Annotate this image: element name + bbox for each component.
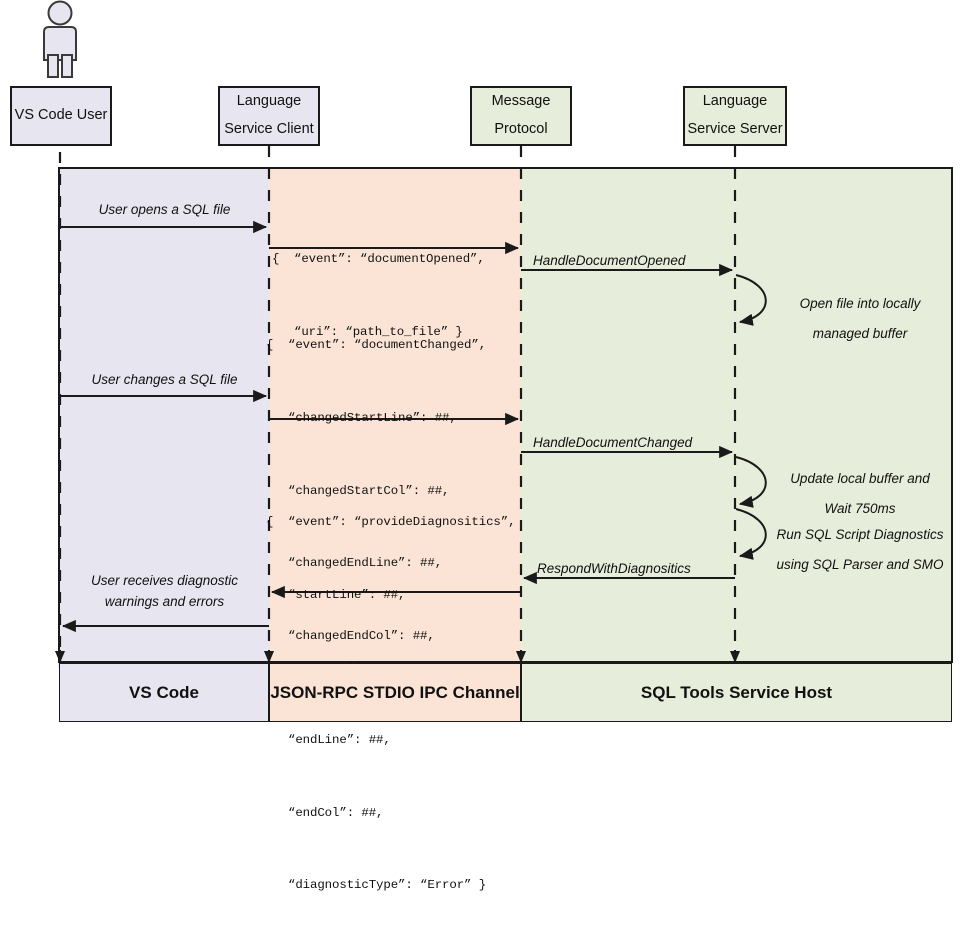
sequence-diagram: VS Code User Language Service Client Mes… bbox=[10, 0, 956, 892]
note-update-buffer-wait: Update local buffer and Wait 750ms bbox=[770, 464, 950, 524]
message-text-line1: User receives diagnostic bbox=[90, 573, 239, 588]
band-vs-code bbox=[59, 168, 269, 662]
message-text-line2: warnings and errors bbox=[104, 593, 225, 609]
message-label-handle-document-opened: HandleDocumentOpened bbox=[533, 251, 733, 272]
self-loop-open-buffer bbox=[735, 274, 767, 326]
footer-vs-code[interactable]: VS Code bbox=[59, 663, 269, 722]
note-run-sql-script-diagnostics: Run SQL Script Diagnostics using SQL Par… bbox=[764, 520, 956, 580]
footer-json-rpc-stdio-ipc-channel[interactable]: JSON-RPC STDIO IPC Channel bbox=[269, 663, 521, 722]
payload-line: “uri”: “path_to_file” } bbox=[272, 325, 463, 340]
payload-line: “diagnosticType”: “Error” } bbox=[266, 878, 487, 893]
self-loop-update-buffer-wait bbox=[735, 456, 767, 508]
note-text-line1: Update local buffer and bbox=[790, 471, 930, 486]
message-label-user-opens-sql-file: User opens a SQL file bbox=[60, 200, 269, 221]
payload-line: “changedStartLine”: ##, bbox=[266, 411, 457, 426]
message-text: RespondWithDiagnositics bbox=[537, 561, 691, 576]
note-text-line2: Wait 750ms bbox=[824, 501, 896, 516]
payload-line: { “event”: “documentOpened”, bbox=[272, 252, 485, 267]
diagram-canvas bbox=[43, 0, 953, 668]
self-loop-run-diagnostics bbox=[735, 508, 767, 560]
payload-document-opened: { “event”: “documentOpened”, “uri”: “pat… bbox=[272, 199, 485, 393]
participant-label-line1: Language bbox=[236, 93, 302, 110]
message-text: HandleDocumentOpened bbox=[533, 253, 686, 268]
message-label-user-changes-sql-file: User changes a SQL file bbox=[60, 370, 269, 391]
participant-label: VS Code User bbox=[14, 107, 108, 124]
note-text-line2: managed buffer bbox=[812, 326, 908, 341]
message-label-handle-document-changed: HandleDocumentChanged bbox=[533, 433, 739, 454]
participant-message-protocol[interactable]: Message Protocol bbox=[470, 86, 572, 146]
payload-line: “changedEndLine”: ##, bbox=[266, 556, 443, 571]
note-open-file-into-buffer: Open file into locally managed buffer bbox=[770, 289, 950, 349]
participant-label-line1: Message bbox=[491, 93, 551, 110]
payload-line: { “event”: “provideDiagnositics”, bbox=[266, 515, 516, 530]
message-label-respond-with-diagnostics: RespondWithDiagnositics bbox=[537, 559, 743, 580]
footer-label: VS Code bbox=[129, 682, 199, 702]
participant-vs-code-user[interactable]: VS Code User bbox=[10, 86, 112, 146]
participant-label-line2: Service Server bbox=[687, 121, 783, 137]
payload-line: “startLine”: ##, bbox=[266, 588, 406, 603]
payload-line: “changedEndCol”: ##, bbox=[266, 628, 435, 643]
message-text: HandleDocumentChanged bbox=[533, 435, 693, 450]
message-text: User changes a SQL file bbox=[91, 372, 238, 387]
payload-line: “endCol”: ##, bbox=[266, 805, 384, 820]
footer-label: JSON-RPC STDIO IPC Channel bbox=[270, 682, 520, 702]
payload-line: { “event”: “documentChanged”, bbox=[266, 338, 487, 353]
band-service-host bbox=[521, 168, 952, 662]
message-label-user-receives-diagnostics: User receives diagnostic warnings and er… bbox=[60, 571, 269, 613]
participant-language-service-client[interactable]: Language Service Client bbox=[218, 86, 320, 146]
note-text-line1: Run SQL Script Diagnostics bbox=[776, 527, 944, 542]
participant-language-service-server[interactable]: Language Service Server bbox=[683, 86, 787, 146]
note-text-line1: Open file into locally bbox=[799, 296, 921, 311]
band-ipc-channel bbox=[269, 168, 521, 662]
footer-sql-tools-service-host[interactable]: SQL Tools Service Host bbox=[521, 663, 952, 722]
participant-label-line2: Service Client bbox=[224, 121, 314, 137]
participant-label-line1: Language bbox=[702, 93, 768, 110]
footer-label: SQL Tools Service Host bbox=[640, 682, 833, 702]
payload-line: “changedStartCol”: ##, bbox=[266, 483, 450, 498]
message-text: User opens a SQL file bbox=[98, 202, 231, 217]
stick-figure-actor-icon bbox=[43, 0, 77, 78]
band-outline bbox=[58, 167, 953, 663]
note-text-line2: using SQL Parser and SMO bbox=[776, 557, 944, 572]
participant-label-line2: Protocol bbox=[494, 121, 548, 137]
